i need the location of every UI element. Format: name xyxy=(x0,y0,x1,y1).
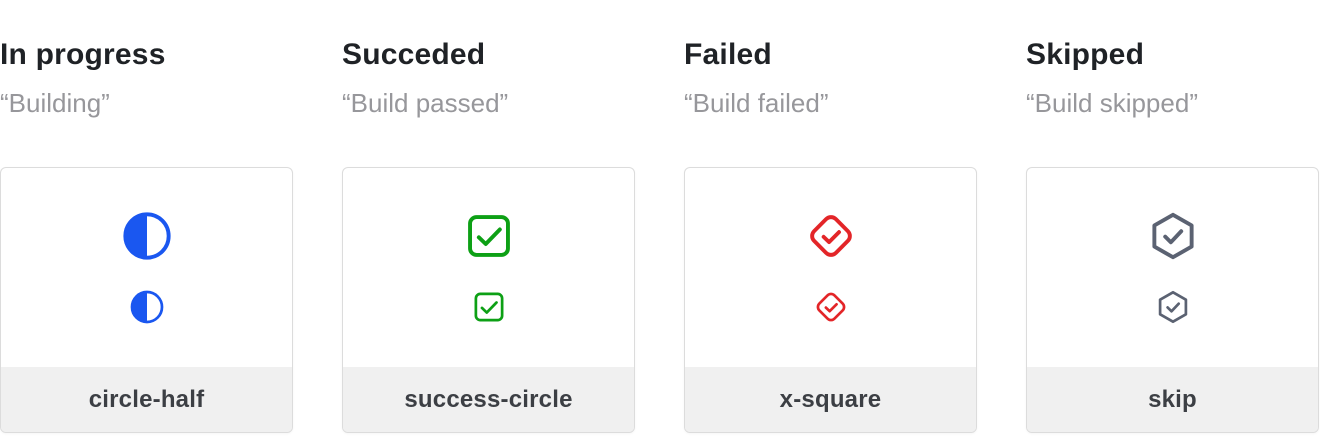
column-header: Failed “Build failed” xyxy=(684,0,977,167)
status-quote: “Build skipped” xyxy=(1026,88,1198,118)
status-column-skipped: Skipped “Build skipped” xyxy=(1026,0,1319,433)
column-header: Succeded “Build passed” xyxy=(342,0,635,167)
circle-half-icon xyxy=(129,289,165,325)
icon-card-skip: skip xyxy=(1026,167,1319,433)
status-quote: “Build failed” xyxy=(684,88,829,118)
card-footer: success-circle xyxy=(343,367,634,432)
status-title: Succeded xyxy=(342,38,486,71)
icon-card-circle-half: circle-half xyxy=(0,167,293,433)
status-column-failed: Failed “Build failed” x xyxy=(684,0,977,433)
check-diamond-icon xyxy=(805,210,857,262)
status-column-succeded: Succeded “Build passed” xyxy=(342,0,635,433)
status-column-in-progress: In progress “Building” xyxy=(0,0,293,433)
column-header: In progress “Building” xyxy=(0,0,293,167)
icon-card-success-circle: success-circle xyxy=(342,167,635,433)
icon-label: skip xyxy=(1148,385,1197,413)
check-hexagon-icon xyxy=(1155,289,1191,325)
column-header: Skipped “Build skipped” xyxy=(1026,0,1319,167)
status-quote: “Building” xyxy=(0,88,110,118)
card-footer: circle-half xyxy=(1,367,292,432)
icon-label: circle-half xyxy=(88,385,205,413)
circle-half-icon xyxy=(121,210,173,262)
icon-label: success-circle xyxy=(404,385,573,413)
check-square-icon xyxy=(471,289,507,325)
status-title: Failed xyxy=(684,38,772,71)
check-hexagon-icon xyxy=(1147,210,1199,262)
icon-label: x-square xyxy=(779,385,882,413)
card-footer: skip xyxy=(1027,367,1318,432)
check-square-icon xyxy=(463,210,515,262)
status-quote: “Build passed” xyxy=(342,88,509,118)
status-title: In progress xyxy=(0,38,166,71)
card-footer: x-square xyxy=(685,367,976,432)
status-title: Skipped xyxy=(1026,38,1145,71)
icon-card-x-square: x-square xyxy=(684,167,977,433)
check-diamond-icon xyxy=(813,289,849,325)
